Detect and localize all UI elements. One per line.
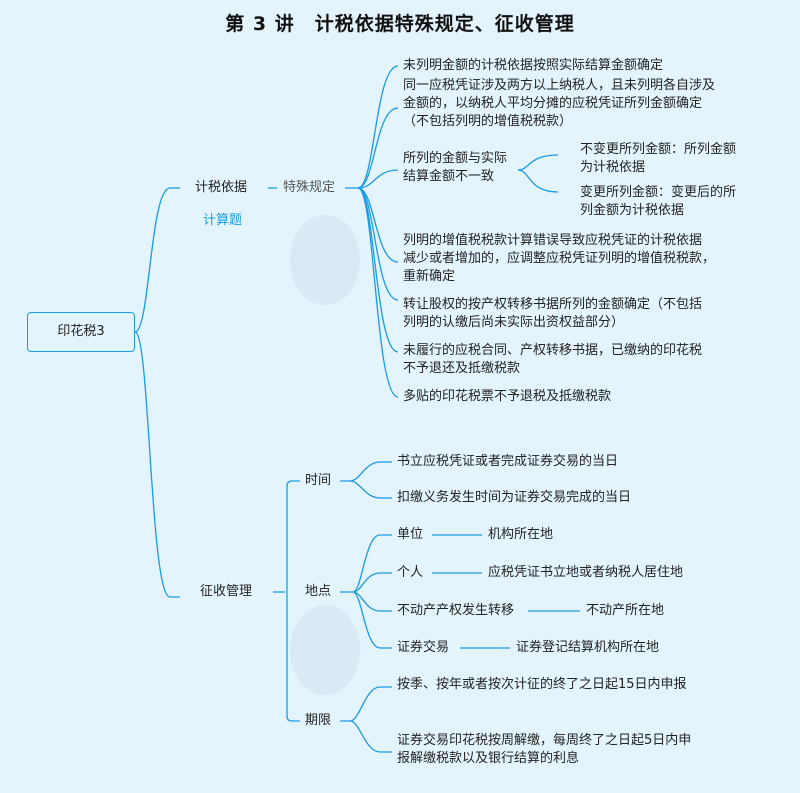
watermark-logo	[290, 605, 360, 695]
rule-item[interactable]: 未列明金额的计税依据按照实际结算金额确定	[403, 58, 664, 73]
node-basis[interactable]: 计税依据	[195, 180, 248, 195]
node-special-rules[interactable]: 特殊规定	[283, 180, 336, 195]
rule-item[interactable]: 同一应税凭证涉及两方以上纳税人，且未列明各自涉及金额的，以纳税人平均分摊的应税凭…	[403, 78, 716, 129]
rule-item[interactable]: 转让股权的按产权转移书据所列的金额确定（不包括列明的认缴后尚未实际出资权益部分）	[403, 297, 703, 330]
place-value[interactable]: 不动产所在地	[586, 603, 665, 618]
connector	[357, 187, 399, 301]
connector	[432, 534, 580, 649]
place-key[interactable]: 不动产产权发生转移	[397, 603, 515, 618]
connector	[134, 331, 180, 598]
time-item[interactable]: 书立应税凭证或者完成证券交易的当日	[397, 454, 619, 469]
connector	[340, 534, 392, 649]
watermark-logo	[290, 215, 360, 305]
term-item[interactable]: 证券交易印花税按周解缴，每周终了之日起5日内申报解缴税款以及银行结算的利息	[397, 733, 692, 766]
connector	[357, 187, 399, 353]
connector	[286, 480, 300, 722]
place-value[interactable]: 机构所在地	[488, 527, 554, 542]
page-title: 第 3 讲 计税依据特殊规定、征收管理	[225, 13, 575, 35]
place-key[interactable]: 个人	[397, 565, 424, 580]
rule-item-mismatch[interactable]: 所列的金额与实际结算金额不一致	[403, 151, 508, 184]
node-place[interactable]: 地点	[305, 584, 332, 599]
root-node[interactable]: 印花税3	[27, 312, 135, 352]
mismatch-item[interactable]: 变更所列金额：变更后的所列金额为计税依据	[580, 185, 737, 218]
connector	[340, 461, 392, 499]
rule-item[interactable]: 未履行的应税合同、产权转移书据，已缴纳的印花税不予退还及抵缴税款	[403, 343, 703, 376]
connector	[340, 686, 392, 753]
connector	[517, 169, 559, 193]
connector	[357, 107, 399, 189]
rule-item[interactable]: 多贴的印花税票不予退税及抵缴税款	[403, 389, 612, 404]
node-admin[interactable]: 征收管理	[200, 584, 253, 599]
term-item[interactable]: 按季、按年或者按次计征的终了之日起15日内申报	[397, 677, 687, 692]
rule-item[interactable]: 列明的增值税税款计算错误导致应税凭证的计税依据减少或者增加的，应调整应税凭证列明…	[403, 233, 716, 284]
place-key[interactable]: 证券交易	[397, 640, 450, 655]
place-key[interactable]: 单位	[397, 527, 424, 542]
node-term[interactable]: 期限	[305, 713, 332, 728]
place-value[interactable]: 应税凭证书立地或者纳税人居住地	[488, 565, 684, 580]
node-time[interactable]: 时间	[305, 473, 332, 488]
connector	[517, 154, 559, 171]
connector	[357, 65, 399, 189]
time-item[interactable]: 扣缴义务发生时间为证券交易完成的当日	[397, 490, 632, 505]
place-value[interactable]: 证券登记结算机构所在地	[516, 640, 660, 655]
connector	[357, 187, 399, 398]
connector	[357, 169, 399, 189]
mismatch-item[interactable]: 不变更所列金额：所列金额为计税依据	[580, 142, 737, 175]
tag-calc-question: 计算题	[203, 213, 243, 228]
connector	[134, 187, 180, 333]
